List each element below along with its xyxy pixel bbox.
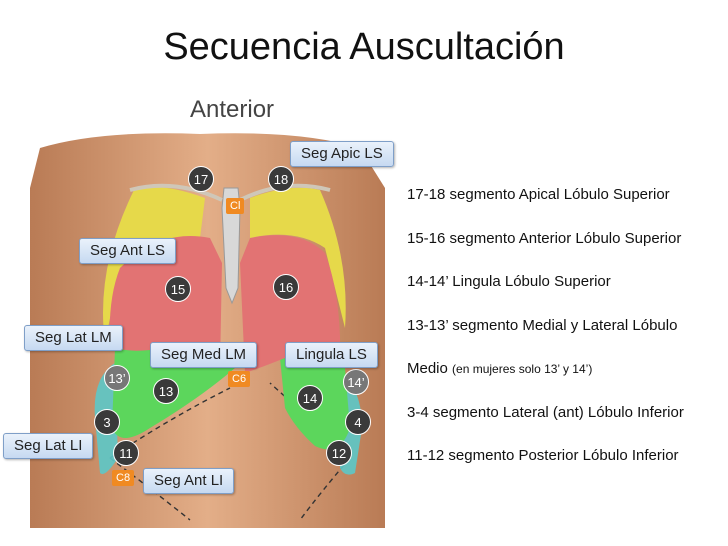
legend-line-2: 15-16 segmento Anterior Lóbulo Superior xyxy=(407,229,682,247)
marker-15: 15 xyxy=(165,276,191,302)
apical-lobe-left xyxy=(103,186,205,343)
callout-seg-apic-ls: Seg Apic LS xyxy=(290,141,394,167)
marker-14: 14 xyxy=(297,385,323,411)
clavicle-left xyxy=(129,183,223,202)
legend-line-5-note: (en mujeres solo 13’ y 14’) xyxy=(452,362,593,376)
marker-17: 17 xyxy=(188,166,214,192)
callout-seg-lat-lm: Seg Lat LM xyxy=(24,325,123,351)
sternum xyxy=(221,187,241,305)
tag-c6: C6 xyxy=(228,371,251,387)
slide-title: Secuencia Auscultación xyxy=(163,26,565,68)
tag-c8: C8 xyxy=(112,470,135,486)
anterior-lobe-right xyxy=(240,235,341,373)
legend-line-5-main: Medio xyxy=(407,360,448,377)
marker-14-prime: 14’ xyxy=(343,369,369,395)
diaphragm-outline-left xyxy=(109,387,231,521)
marker-13: 13 xyxy=(153,378,179,404)
legend-line-1: 17-18 segmento Apical Lóbulo Superior xyxy=(407,186,670,203)
view-subtitle: Anterior xyxy=(190,96,275,123)
legend-line-3: 14-14’ Lingula Lóbulo Superior xyxy=(407,273,611,290)
callout-seg-lat-li: Seg Lat LI xyxy=(3,433,94,459)
marker-3: 3 xyxy=(94,409,120,435)
callout-seg-med-lm: Seg Med LM xyxy=(150,342,258,368)
tag-cl: Cl xyxy=(226,198,245,214)
callout-seg-ant-ls: Seg Ant LS xyxy=(79,238,177,264)
callout-lingula-ls: Lingula LS xyxy=(285,342,378,368)
legend: 17-18 segmento Apical Lóbulo Superior 15… xyxy=(407,184,727,489)
marker-11: 11 xyxy=(113,440,139,466)
marker-13-prime: 13’ xyxy=(104,365,130,391)
anterior-lobe-left xyxy=(109,236,222,368)
apical-lobe-right xyxy=(250,187,346,328)
callout-seg-ant-li: Seg Ant LI xyxy=(143,468,235,494)
marker-4: 4 xyxy=(345,409,371,435)
legend-line-4: 13-13’ segmento Medial y Lateral Lóbulo xyxy=(407,316,678,334)
legend-line-6: 3-4 segmento Lateral (ant) Lóbulo Inferi… xyxy=(407,403,684,421)
marker-18: 18 xyxy=(268,166,294,192)
marker-12: 12 xyxy=(326,440,352,466)
legend-line-5: Medio (en mujeres solo 13’ y 14’) xyxy=(407,358,727,380)
legend-line-7: 11-12 segmento Posterior Lóbulo Inferior xyxy=(407,447,679,464)
marker-16: 16 xyxy=(273,274,299,300)
